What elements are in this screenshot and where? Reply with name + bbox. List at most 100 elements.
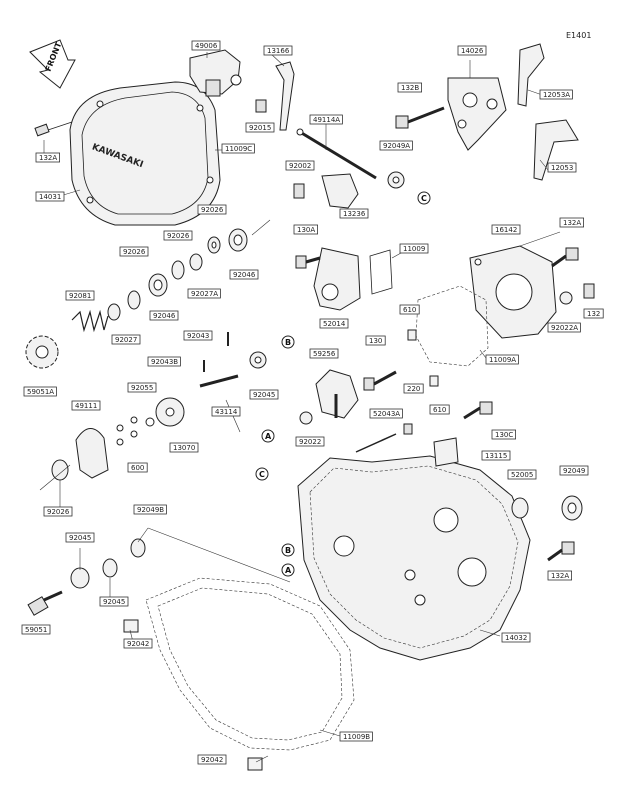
part-label-p12053A: 12053A [539, 89, 573, 100]
part-label-p13166: 13166 [263, 45, 293, 56]
part-number-p14026: 14026 [461, 47, 484, 55]
part-label-p610a: 610 [399, 304, 420, 315]
part-label-p14026: 14026 [457, 45, 487, 56]
part-number-p610a: 610 [403, 306, 416, 314]
bracket-12053 [533, 119, 579, 181]
part-label-p13070: 13070 [169, 442, 199, 453]
bolt-132a-right [551, 247, 579, 268]
part-label-p92015: 92015 [245, 122, 275, 133]
part-label-p132A_top: 132A [35, 152, 61, 163]
part-number-p59256: 59256 [313, 350, 336, 358]
shaft-43114 [199, 374, 239, 388]
housing-52014 [313, 247, 361, 311]
part-label-p11009: 11009 [399, 243, 429, 254]
part-label-p92026b: 92026 [163, 230, 193, 241]
part-label-p14032: 14032 [501, 632, 531, 643]
seal-92049a [387, 171, 405, 189]
part-label-p59051: 59051 [21, 624, 51, 635]
part-number-p92042a: 92042 [127, 640, 149, 648]
callout-a-1-label: A [265, 432, 272, 441]
washer-92027a [189, 253, 203, 271]
washer-92026c [127, 290, 141, 310]
callout-c-2-label: C [259, 470, 265, 479]
bearing-92046a [228, 228, 248, 252]
part-label-p220: 220 [403, 383, 424, 394]
washer-92027 [107, 303, 121, 321]
part-number-p132B: 132B [401, 84, 419, 92]
part-label-p92049: 92049 [559, 465, 589, 476]
gasket-11009 [369, 249, 393, 295]
part-label-p610b: 610 [429, 404, 450, 415]
bracket-14026 [447, 77, 507, 151]
part-label-p92022A: 92022A [547, 322, 581, 333]
part-label-p59256: 59256 [309, 348, 339, 359]
part-number-p92043B: 92043B [151, 358, 178, 366]
part-label-p92026c: 92026 [119, 246, 149, 257]
dowel-92042a [123, 619, 139, 633]
bolt-130 [363, 370, 397, 391]
washer-92022 [299, 411, 313, 425]
gasket-11009b [145, 577, 355, 751]
shaft-49114a [296, 128, 377, 180]
gear-59051a [25, 335, 59, 369]
part-label-p92081: 92081 [65, 290, 95, 301]
part-number-p92049: 92049 [563, 467, 585, 475]
plug-59051 [27, 590, 63, 616]
part-number-p12053: 12053 [551, 164, 573, 172]
bolt-130a [295, 255, 321, 269]
part-number-p610b: 610 [433, 406, 446, 414]
part-number-p92002: 92002 [289, 162, 311, 170]
part-label-p49006: 49006 [191, 40, 221, 51]
bolt-132b [395, 106, 445, 129]
seal-92049 [561, 495, 583, 521]
callout-a-1: A [261, 429, 275, 443]
breather-49006 [189, 49, 242, 97]
part-label-p92046b: 92046 [149, 310, 179, 321]
part-label-p52014: 52014 [319, 318, 349, 329]
part-number-p130A: 130A [297, 226, 315, 234]
part-number-p92026d: 92026 [47, 508, 70, 516]
pin-52043a [355, 433, 397, 453]
washer-92022a [559, 291, 573, 305]
washer-92026d [51, 459, 69, 481]
washer-92026a [207, 236, 221, 254]
impeller-59256 [315, 369, 359, 419]
seal-92045b [102, 558, 118, 578]
part-number-p11009C: 11009C [225, 145, 252, 153]
part-number-p130C: 130C [495, 431, 513, 439]
spring-92081 [71, 309, 109, 333]
callout-b-1: B [281, 335, 295, 349]
plug-13115 [433, 437, 459, 467]
part-number-p49006: 49006 [195, 42, 218, 50]
part-number-p12053A: 12053A [543, 91, 570, 99]
part-label-p11009B: 11009B [339, 731, 373, 742]
part-number-p43114: 43114 [215, 408, 238, 416]
part-label-p600: 600 [127, 462, 148, 473]
part-label-p92055: 92055 [127, 382, 157, 393]
part-number-p132A_b: 132A [551, 572, 569, 580]
bolt-132 [583, 283, 595, 299]
part-number-p92026b: 92026 [167, 232, 190, 240]
part-number-p49114A: 49114A [313, 116, 340, 124]
part-number-p92022: 92022 [299, 438, 321, 446]
part-number-p600: 600 [131, 464, 144, 472]
part-label-p92043: 92043 [183, 330, 213, 341]
part-number-p11009: 11009 [403, 245, 425, 253]
callout-c-1: C [417, 191, 431, 205]
part-number-p92027: 92027 [115, 336, 137, 344]
part-number-p92042b: 92042 [201, 756, 223, 764]
part-label-p92002: 92002 [285, 160, 315, 171]
part-label-p49114A: 49114A [309, 114, 343, 125]
part-number-p92015: 92015 [249, 124, 271, 132]
seal-92045a [249, 351, 267, 369]
part-label-p14031: 14031 [35, 191, 65, 202]
clutch-cover: KAWASAKI [69, 81, 221, 226]
washer-92026b [171, 260, 185, 280]
part-label-p92045c: 92045 [65, 532, 95, 543]
callout-c-2: C [255, 467, 269, 481]
part-label-p92049A: 92049A [379, 140, 413, 151]
part-number-p52005: 52005 [511, 471, 533, 479]
part-number-p11009A: 11009A [489, 356, 516, 364]
part-number-p92045b: 92045 [103, 598, 125, 606]
part-number-p92026a: 92026 [201, 206, 224, 214]
